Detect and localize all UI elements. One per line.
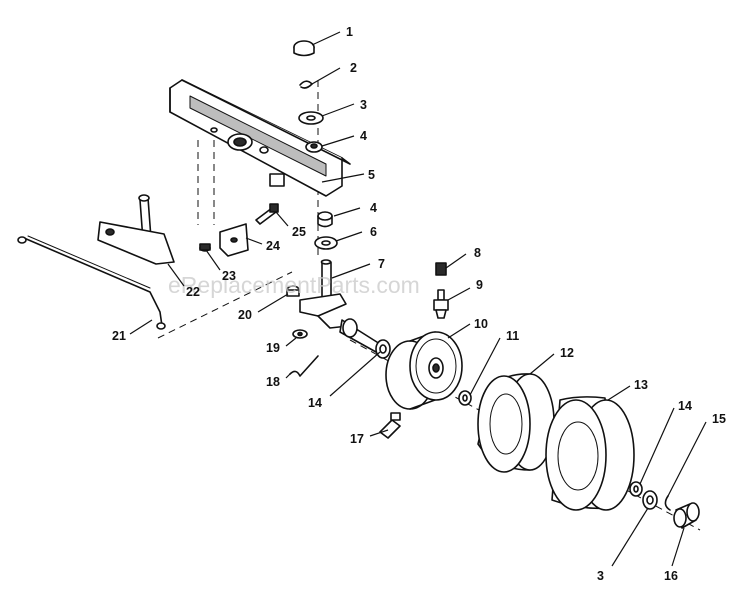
bracket[interactable] — [219, 223, 249, 257]
steering-arm[interactable] — [97, 194, 175, 265]
front-tire[interactable] — [477, 373, 555, 473]
callout-4-lower: 4 — [370, 201, 377, 215]
spindle[interactable] — [299, 259, 381, 353]
wheel-hub[interactable] — [385, 331, 463, 410]
valve-bolt[interactable] — [379, 412, 401, 439]
rear-tire[interactable] — [545, 396, 635, 511]
hub-washer[interactable] — [458, 390, 472, 406]
bushing-top[interactable] — [305, 141, 323, 153]
bolt-25[interactable] — [255, 203, 279, 225]
callout-9: 9 — [476, 278, 483, 292]
callout-4: 4 — [360, 129, 367, 143]
callout-8: 8 — [474, 246, 481, 260]
washer-right-3[interactable] — [642, 490, 658, 510]
callout-21: 21 — [112, 329, 126, 343]
callout-18: 18 — [266, 375, 280, 389]
grease-fitting[interactable] — [433, 289, 449, 319]
washer-top[interactable] — [298, 111, 324, 125]
callout-22: 22 — [186, 285, 200, 299]
tie-rod[interactable] — [17, 235, 166, 330]
callout-labels: 1 2 3 4 5 4 6 7 8 9 10 11 12 13 14 14 15… — [112, 25, 726, 583]
callout-20: 20 — [238, 308, 252, 322]
callout-10: 10 — [474, 317, 488, 331]
callout-5: 5 — [368, 168, 375, 182]
washer-23[interactable] — [199, 243, 211, 252]
callout-14-hub: 14 — [308, 396, 322, 410]
callout-6: 6 — [370, 225, 377, 239]
washer-small[interactable] — [292, 329, 308, 339]
front-axle[interactable] — [169, 79, 351, 197]
watermark-text: eReplacementParts.com — [168, 272, 420, 298]
callout-25: 25 — [292, 225, 306, 239]
washer-lower[interactable] — [314, 236, 338, 250]
grease-fitting-cap[interactable] — [435, 262, 447, 276]
washer-hub[interactable] — [375, 339, 391, 359]
callout-7: 7 — [378, 257, 385, 271]
callout-24: 24 — [266, 239, 280, 253]
nut[interactable] — [286, 285, 300, 297]
callout-12: 12 — [560, 346, 574, 360]
callout-14-right: 14 — [678, 399, 692, 413]
callout-13: 13 — [634, 378, 648, 392]
washer-right-14[interactable] — [629, 481, 643, 497]
callout-19: 19 — [266, 341, 280, 355]
cap[interactable] — [293, 40, 315, 57]
cotter-pin[interactable] — [289, 355, 319, 377]
callout-2: 2 — [350, 61, 357, 75]
leader-lines — [129, 31, 707, 567]
callout-3-right: 3 — [597, 569, 604, 583]
callout-16: 16 — [664, 569, 678, 583]
callout-23: 23 — [222, 269, 236, 283]
axle-cap[interactable] — [673, 502, 700, 529]
callout-15: 15 — [712, 412, 726, 426]
callout-11: 11 — [506, 329, 519, 343]
callout-1: 1 — [346, 25, 353, 39]
e-clip[interactable] — [664, 495, 671, 511]
retaining-clip[interactable] — [299, 80, 313, 89]
callout-3: 3 — [360, 98, 367, 112]
callout-17: 17 — [350, 432, 364, 446]
bushing-lower[interactable] — [317, 211, 333, 228]
